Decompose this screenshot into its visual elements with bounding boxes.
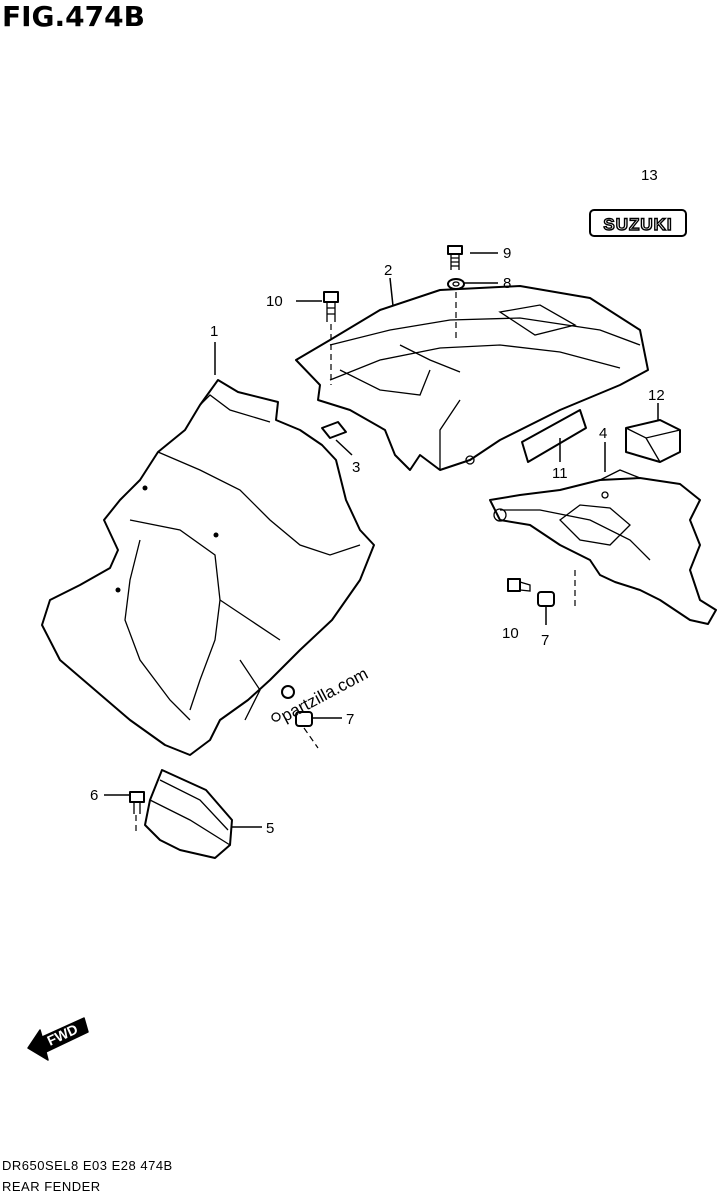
callout-8: 8 bbox=[503, 275, 511, 292]
bolt-part-9[interactable] bbox=[447, 245, 463, 270]
callout-1: 1 bbox=[210, 323, 218, 340]
callout-3: 3 bbox=[352, 459, 360, 476]
bolt-part-6[interactable] bbox=[129, 791, 145, 814]
callout-10-upper: 10 bbox=[266, 293, 283, 310]
callout-2: 2 bbox=[384, 262, 392, 279]
part-11-reflector[interactable] bbox=[521, 409, 587, 463]
callout-11: 11 bbox=[552, 465, 568, 482]
figure-code: DR650SEL8 E03 E28 474B bbox=[2, 1158, 173, 1173]
callout-4: 4 bbox=[599, 425, 607, 442]
figure-title: FIG.474B bbox=[2, 0, 145, 33]
part-5-mud-flap[interactable] bbox=[144, 769, 233, 859]
washer-part-8[interactable] bbox=[447, 278, 465, 290]
part-4-bracket[interactable] bbox=[489, 469, 717, 625]
callout-7-right: 7 bbox=[541, 632, 549, 649]
callout-7-center: 7 bbox=[346, 711, 354, 728]
part-2-rear-fender-upper[interactable] bbox=[295, 285, 649, 471]
brand-label: SUZUKI bbox=[603, 215, 672, 234]
callout-12: 12 bbox=[648, 387, 665, 404]
nut-part-7-center[interactable] bbox=[271, 685, 313, 727]
part-3-clip[interactable] bbox=[321, 421, 353, 456]
part-1-rear-fender-lower[interactable] bbox=[41, 379, 375, 756]
callout-6: 6 bbox=[90, 787, 98, 804]
part-13-brand-sticker[interactable]: SUZUKI bbox=[589, 209, 687, 237]
fwd-arrow-icon: FWD bbox=[27, 1017, 89, 1061]
callout-13: 13 bbox=[641, 167, 658, 184]
nut-part-7-right[interactable] bbox=[537, 591, 555, 607]
callout-10-lower: 10 bbox=[502, 625, 519, 642]
callout-5: 5 bbox=[266, 820, 274, 837]
bolt-part-10-upper[interactable] bbox=[323, 291, 339, 322]
figure-name: REAR FENDER bbox=[2, 1179, 101, 1194]
bolt-part-10-lower[interactable] bbox=[507, 578, 531, 592]
callout-9: 9 bbox=[503, 245, 511, 262]
part-12-reflector-block[interactable] bbox=[625, 419, 681, 463]
